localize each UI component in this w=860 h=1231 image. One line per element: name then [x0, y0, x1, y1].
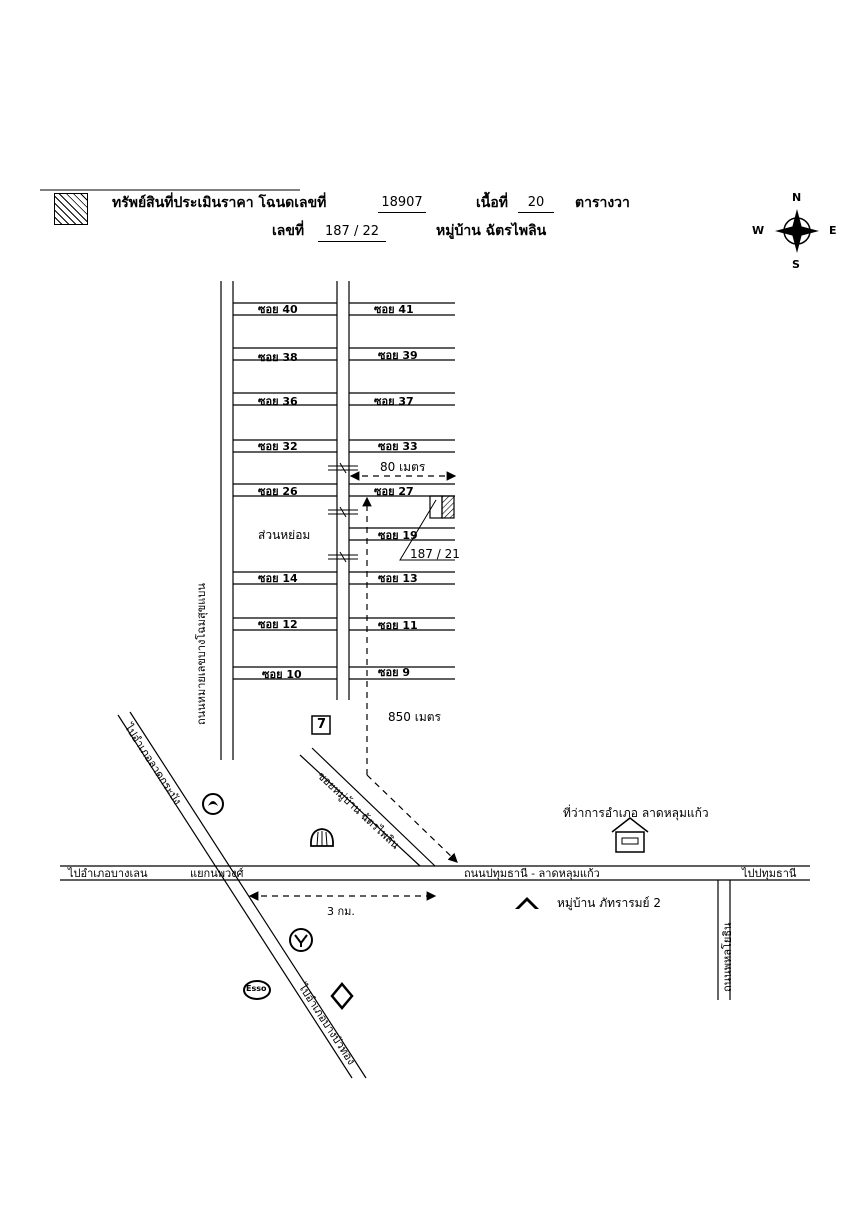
- compass-e: E: [829, 224, 837, 237]
- left-soi-label: ซอย 40: [258, 303, 298, 316]
- route-dashed: [248, 471, 458, 901]
- ptt-logo-icon: [202, 793, 224, 815]
- deed-number: 18907: [378, 196, 426, 213]
- seven-eleven-icon: [311, 715, 331, 735]
- left-soi-label: ซอย 10: [262, 668, 302, 681]
- bridge-symbols: [328, 462, 358, 563]
- bangchak-logo-icon: [289, 928, 313, 952]
- right-soi-label: ซอย 37: [374, 395, 414, 408]
- right-soi-label: ซอย 13: [378, 572, 418, 585]
- area-label: เนื้อที่: [476, 195, 508, 211]
- compass-w: W: [752, 224, 765, 237]
- header-title: ทรัพย์สินที่ประเมินราคา โฉนดเลขที่: [112, 195, 327, 211]
- plot-187-21: 187 / 21: [410, 547, 460, 561]
- to-bangkhen-label: ไปอำเภอบางเลน: [68, 867, 148, 880]
- shell-logo-icon: [310, 828, 334, 847]
- vertical-road-label: ถนนหมายเลขบางโฉมสุขแบน: [195, 583, 208, 725]
- right-soi-label: ซอย 27: [374, 485, 414, 498]
- left-soi-label: ซอย 26: [258, 485, 298, 498]
- caltex-logo-icon: [330, 982, 354, 1010]
- right-soi-label: ซอย 41: [374, 303, 414, 316]
- compass-n: N: [792, 191, 802, 204]
- right-soi-label: ซอย 11: [378, 619, 418, 632]
- compass-rose-icon: [775, 209, 819, 253]
- area-unit: ตารางวา: [575, 195, 630, 211]
- phahon-road-label: ถนนพหลโยธิน: [721, 922, 734, 992]
- village-name: หมู่บ้าน ฉัตรไพลิน: [436, 223, 547, 239]
- seven-eleven-text: 7: [317, 717, 327, 732]
- area-value: 20: [518, 196, 554, 213]
- distance-80m: 80 เมตร: [380, 460, 426, 474]
- village-phat-label: หมู่บ้าน ภัทรารมย์ 2: [557, 896, 662, 910]
- left-soi-label: ซอย 38: [258, 351, 298, 364]
- distance-850m: 850 เมตร: [388, 710, 441, 724]
- district-office-icon: [611, 817, 649, 853]
- house-number: 187 / 22: [318, 225, 386, 242]
- left-soi-label: ซอย 32: [258, 440, 298, 453]
- left-soi-lines: [233, 302, 337, 680]
- esso-logo-icon: [243, 980, 271, 1000]
- left-soi-label: ซอย 12: [258, 618, 298, 631]
- right-soi-label: ซอย 19: [378, 529, 418, 542]
- to-pathum-label: ไปปทุมธานี: [742, 867, 797, 880]
- legend-hatch-swatch: [54, 193, 88, 225]
- left-soi-label: ซอย 36: [258, 395, 298, 408]
- right-soi-label: ซอย 39: [378, 349, 418, 362]
- village-house-icon: [515, 897, 539, 909]
- park-label: ส่วนหย่อม: [258, 528, 311, 542]
- compass-s: S: [792, 258, 800, 271]
- house-number-label: เลขที่: [272, 223, 305, 239]
- left-soi-label: ซอย 14: [258, 572, 298, 585]
- junction-label: แยกนพวงศ์: [190, 867, 244, 880]
- distance-3km: 3 กม.: [327, 905, 355, 918]
- right-soi-label: ซอย 9: [378, 666, 411, 679]
- esso-text: Esso: [246, 984, 267, 993]
- district-office-label: ที่ว่าการอำเภอ ลาดหลุมแก้ว: [563, 806, 709, 820]
- main-road-label: ถนนปทุมธานี - ลาดหลุมแก้ว: [464, 867, 600, 880]
- right-soi-label: ซอย 33: [378, 440, 418, 453]
